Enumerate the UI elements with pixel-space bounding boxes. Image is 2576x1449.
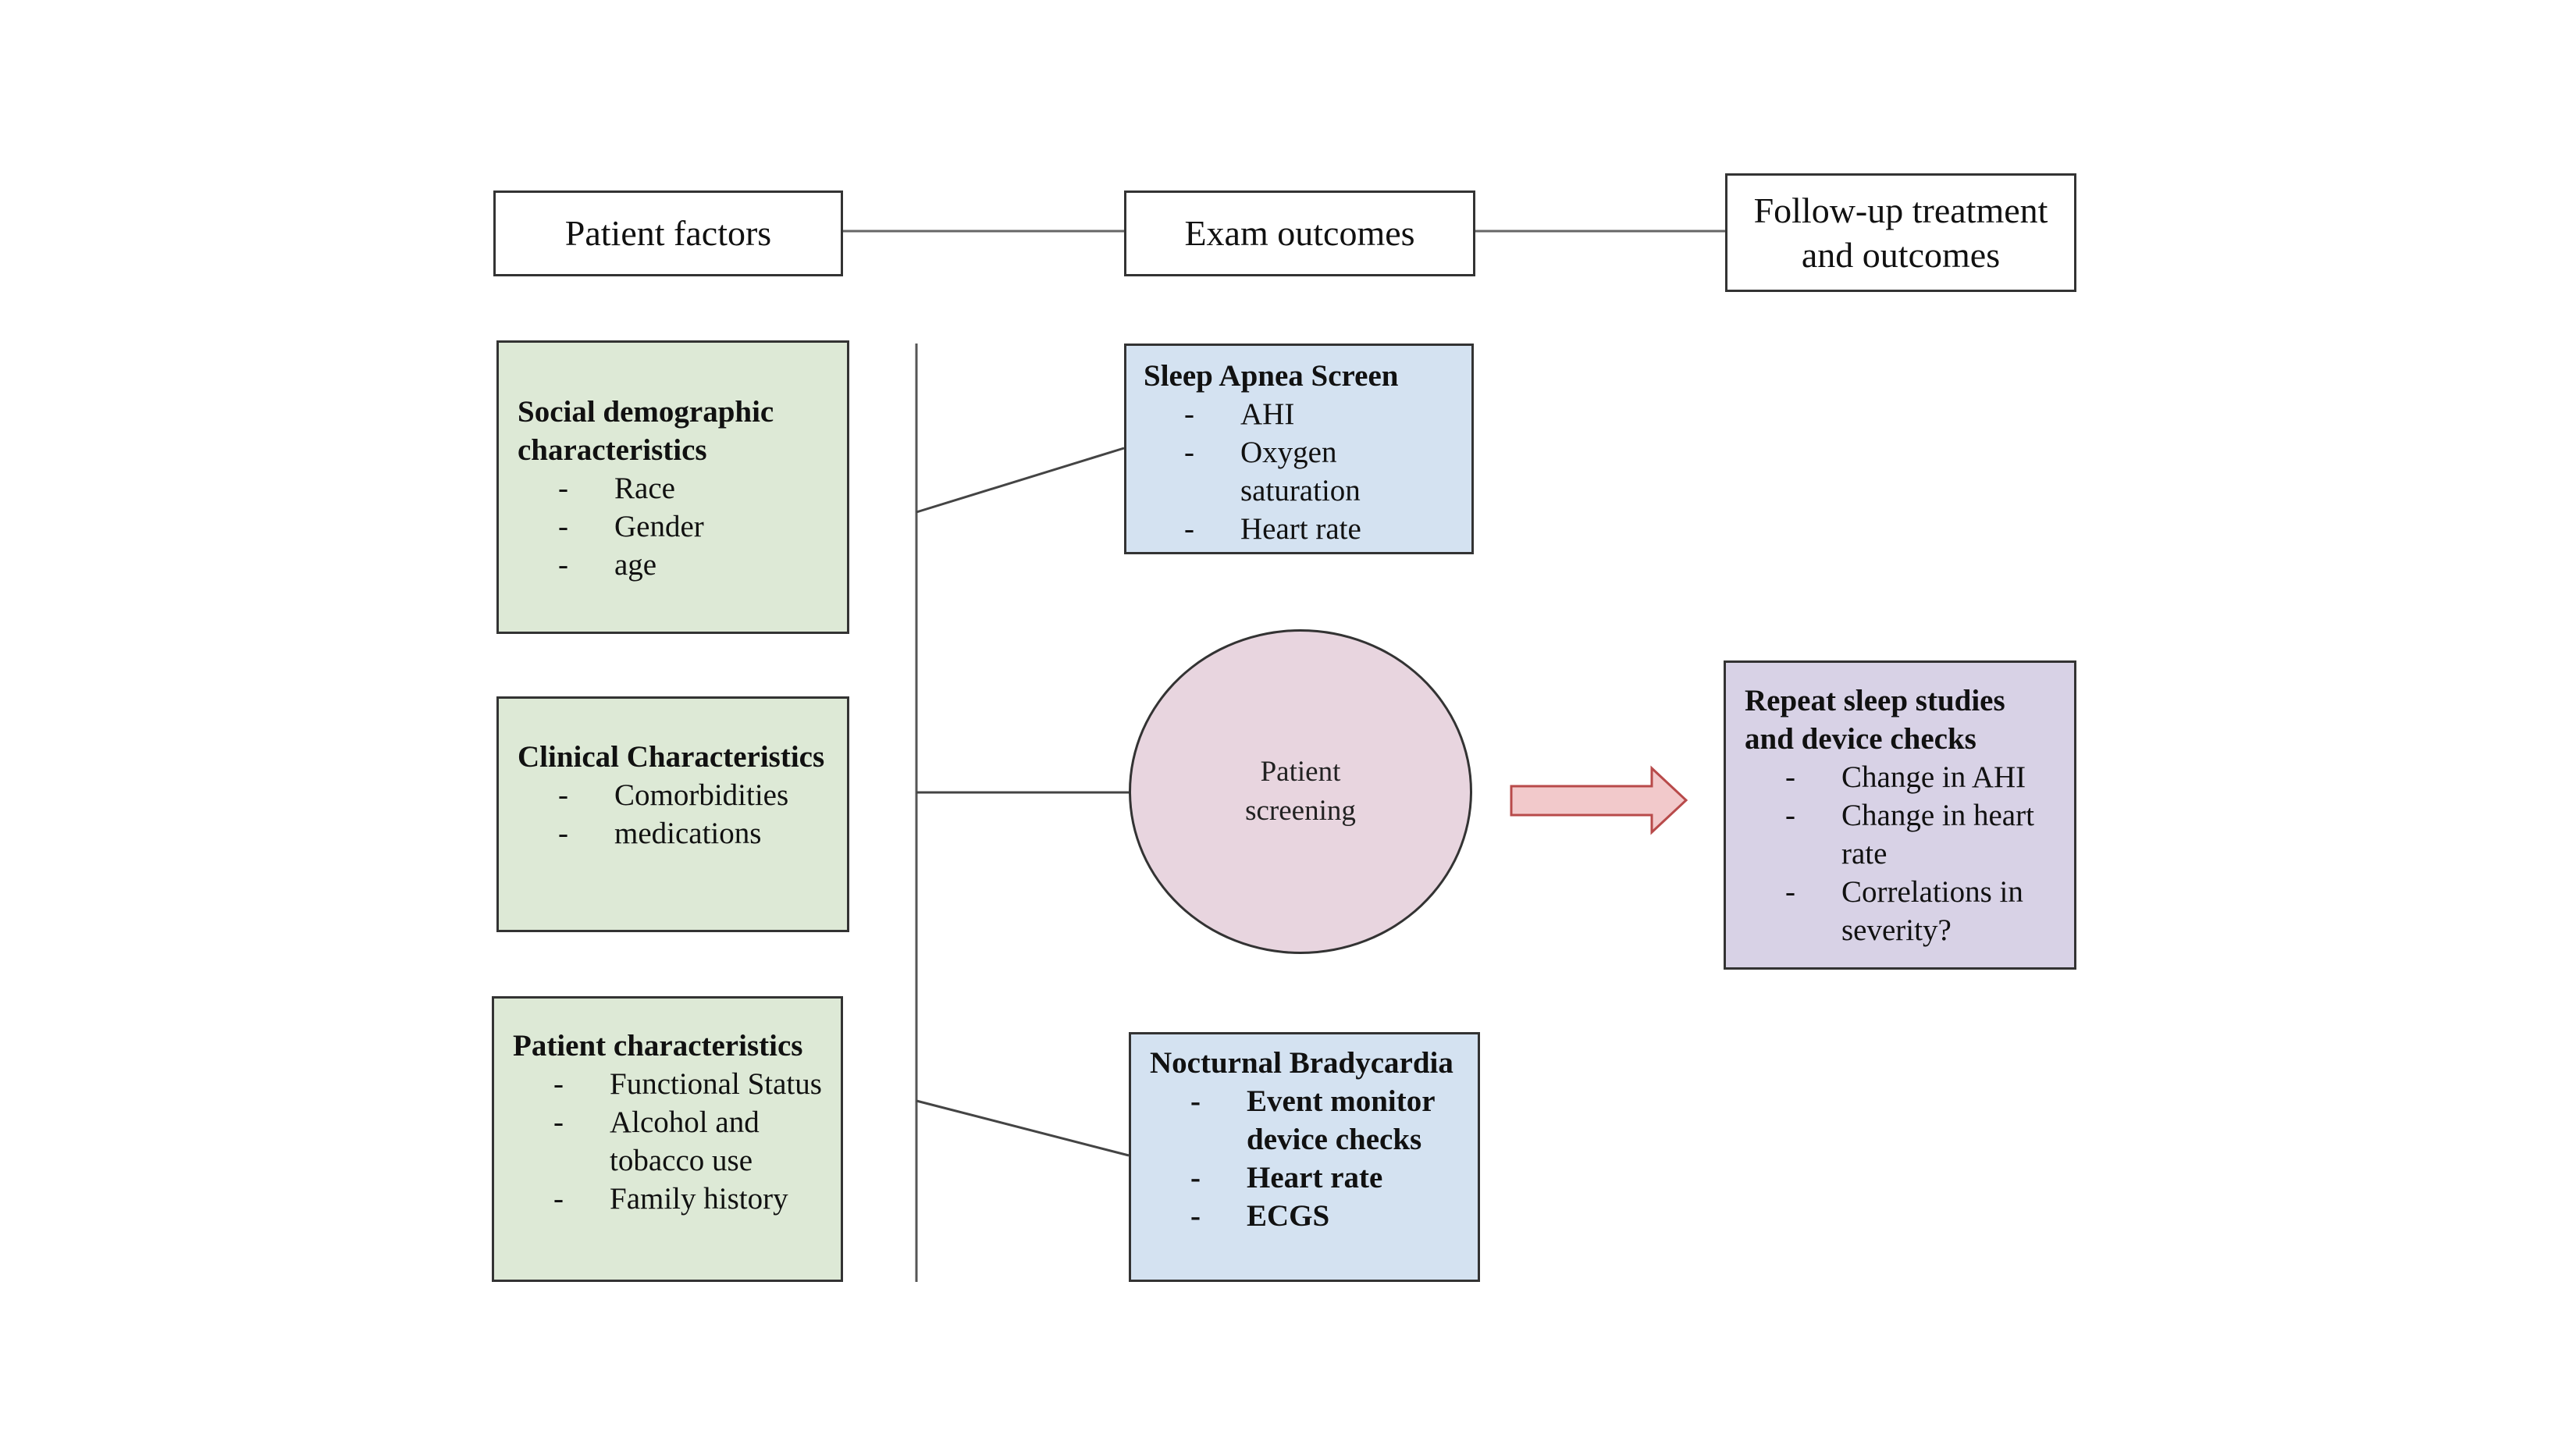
right-arrow-icon bbox=[1510, 765, 1688, 835]
header-exam-outcomes: Exam outcomes bbox=[1124, 190, 1475, 276]
social-demographic-title: Social demographic characteristics bbox=[518, 395, 774, 467]
clinical-characteristics-title: Clinical Characteristics bbox=[518, 740, 825, 774]
repeat-sleep-studies-title: Repeat sleep studies and device checks bbox=[1745, 684, 2005, 756]
clinical-characteristics-list: Comorbidities medications bbox=[518, 776, 828, 853]
list-item: AHI bbox=[1144, 395, 1459, 433]
list-item: Comorbidities bbox=[518, 776, 828, 814]
patient-characteristics-box: Patient characteristics Functional Statu… bbox=[492, 996, 843, 1282]
list-item: Alcohol and tobacco use bbox=[513, 1103, 828, 1180]
list-item: Heart rate bbox=[1144, 510, 1459, 548]
list-item: Gender bbox=[518, 507, 828, 546]
connector-sleep-apnea bbox=[916, 447, 1125, 514]
header-exam-outcomes-label: Exam outcomes bbox=[1184, 213, 1415, 254]
patient-characteristics-list: Functional Status Alcohol and tobacco us… bbox=[513, 1065, 828, 1218]
list-item: Change in heart rate bbox=[1745, 796, 2062, 873]
social-demographic-box: Social demographic characteristics Race … bbox=[496, 340, 849, 634]
list-item: Family history bbox=[513, 1180, 828, 1218]
list-item: Correlations in severity? bbox=[1745, 873, 2062, 949]
repeat-sleep-studies-box: Repeat sleep studies and device checks C… bbox=[1724, 660, 2076, 970]
clinical-characteristics-box: Clinical Characteristics Comorbidities m… bbox=[496, 696, 849, 932]
nocturnal-bradycardia-box: Nocturnal Bradycardia Event monitor devi… bbox=[1129, 1032, 1480, 1282]
sleep-apnea-screen-list: AHI Oxygen saturation Heart rate bbox=[1144, 395, 1459, 548]
repeat-sleep-studies-list: Change in AHI Change in heart rate Corre… bbox=[1745, 758, 2062, 949]
list-item: age bbox=[518, 546, 828, 584]
list-item: ECGS bbox=[1150, 1197, 1465, 1235]
list-item: Heart rate bbox=[1150, 1159, 1465, 1197]
list-item: medications bbox=[518, 814, 828, 853]
header-patient-factors-label: Patient factors bbox=[564, 213, 772, 254]
list-item: Oxygen saturation bbox=[1144, 433, 1459, 510]
list-item: Change in AHI bbox=[1745, 758, 2062, 796]
nocturnal-bradycardia-list: Event monitor device checks Heart rate E… bbox=[1150, 1082, 1465, 1235]
header-patient-factors: Patient factors bbox=[493, 190, 843, 276]
patient-characteristics-title: Patient characteristics bbox=[513, 1029, 803, 1063]
list-item: Functional Status bbox=[513, 1065, 828, 1103]
sleep-apnea-screen-title: Sleep Apnea Screen bbox=[1144, 359, 1399, 393]
list-item: Event monitor device checks bbox=[1150, 1082, 1465, 1159]
patient-screening-circle: Patient screening bbox=[1129, 629, 1472, 954]
list-item: Race bbox=[518, 469, 828, 507]
social-demographic-list: Race Gender age bbox=[518, 469, 828, 584]
header-follow-up: Follow-up treatment and outcomes bbox=[1725, 173, 2076, 292]
nocturnal-bradycardia-title: Nocturnal Bradycardia bbox=[1150, 1046, 1453, 1080]
connector-bradycardia bbox=[916, 1099, 1130, 1157]
header-follow-up-label: Follow-up treatment and outcomes bbox=[1753, 190, 2048, 276]
sleep-apnea-screen-box: Sleep Apnea Screen AHI Oxygen saturation… bbox=[1124, 344, 1474, 554]
patient-screening-label: Patient screening bbox=[1245, 756, 1356, 827]
